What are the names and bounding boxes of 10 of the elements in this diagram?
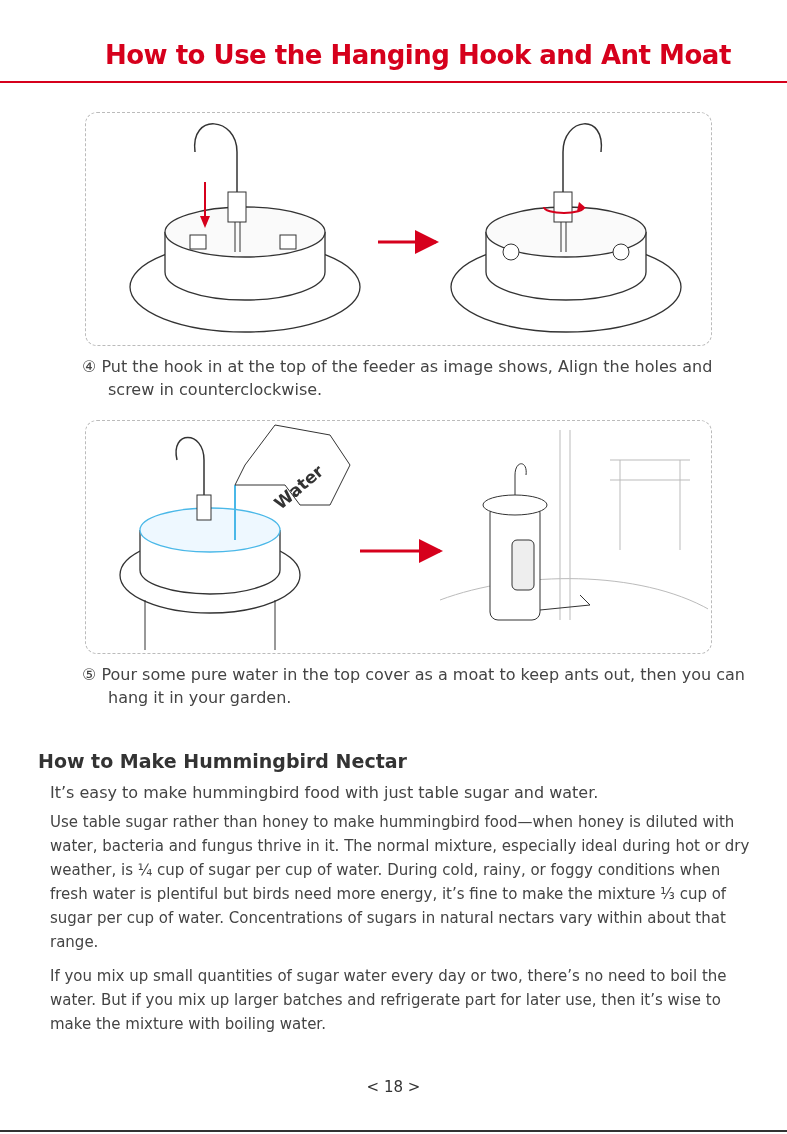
paragraph: If you mix up small quantities of sugar water every day or two, there’s no need to boil the water. But if you mix up larger batches and refrigerate part for later use, then it’s wise to make the mixture with boiling water.	[50, 966, 728, 1035]
page-title: How to Use the Hanging Hook and Ant Moat	[105, 40, 731, 70]
paragraph: It’s easy to make hummingbird food with just table sugar and water.	[50, 782, 600, 804]
paragraph: Use table sugar rather than honey to make hummingbird food—when honey is diluted with water, bacteria and fungus thrive in it. The normal mixture, especially ideal during hot or dry weather, is ¼ cup of sugar per cup of water. During cold, rainy, or foggy conditions when fresh water is plentiful but birds need more energy, it’s fine to make the mixture ⅓ cup of sugar per cup of water. Concentrations of sugars in natural nectars vary within about that range.	[50, 812, 750, 953]
section-heading: How to Make Hummingbird Nectar	[38, 750, 407, 772]
arrow	[360, 539, 443, 563]
arrow	[378, 230, 439, 254]
step-instruction: ④ Put the hook in at the top of the feeder as image shows, Align the holes and screw in counterclockwise.	[82, 356, 714, 401]
page-number: < 18 >	[365, 1078, 422, 1096]
step-instruction: ⑤ Pour some pure water in the top cover as a moat to keep ants out, then you can hang it in your garden.	[82, 664, 746, 709]
